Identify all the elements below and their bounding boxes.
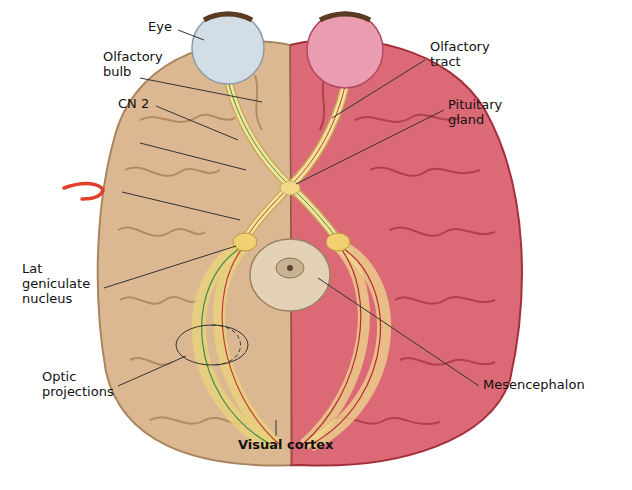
- leader-line: [318, 278, 479, 386]
- leader-line: [276, 420, 277, 436]
- part-label: Olfactory bulb: [103, 50, 175, 80]
- gyrus: [140, 115, 235, 122]
- leader-line: [296, 110, 444, 184]
- part-label: Eye: [148, 20, 188, 35]
- gyri: [118, 75, 495, 424]
- optic-nerves: [228, 80, 350, 251]
- midbrain: [250, 239, 330, 311]
- part-label: Pituitary gland: [448, 98, 528, 128]
- optic-radiations: [176, 245, 384, 445]
- left-hemisphere: [98, 39, 290, 465]
- lgn: [233, 233, 257, 251]
- mesencephalon-section: [250, 239, 330, 311]
- eye: [307, 12, 383, 88]
- leader-line: [140, 143, 246, 170]
- lgn: [326, 233, 350, 251]
- part-label: Lat geniculate nucleus: [22, 262, 107, 307]
- gyrus: [320, 75, 325, 130]
- part-label: Olfactory tract: [430, 40, 510, 70]
- gyrus: [355, 115, 460, 122]
- optic-nerve: [228, 80, 338, 240]
- gyrus: [118, 228, 205, 236]
- iris: [320, 14, 370, 20]
- gyrus: [395, 297, 495, 304]
- optic-nerve: [228, 80, 338, 240]
- leader-line: [178, 30, 204, 40]
- nerve-fiber: [228, 80, 338, 240]
- part-label: CN 2: [118, 97, 163, 112]
- optic-nerve: [245, 86, 345, 240]
- leader-line: [156, 106, 238, 140]
- tectum: [276, 258, 304, 278]
- leader-lines: [104, 30, 479, 436]
- leader-line: [104, 246, 236, 288]
- leader-line: [118, 356, 186, 386]
- part-label: Visual cortex: [238, 438, 334, 453]
- nerve-fiber: [245, 86, 345, 240]
- gyrus: [390, 228, 495, 236]
- gyrus: [125, 168, 220, 176]
- eye: [192, 12, 264, 84]
- aqueduct: [287, 265, 293, 271]
- projection-ring: [176, 325, 248, 365]
- gyrus: [120, 297, 198, 304]
- leader-line: [122, 192, 240, 220]
- optic-nerve: [245, 86, 345, 240]
- leader-line: [332, 60, 425, 118]
- part-label: Mesencephalon: [483, 378, 603, 393]
- iris: [204, 14, 252, 20]
- projection-ring: [212, 325, 241, 365]
- part-label: Optic projections: [42, 370, 122, 400]
- eyes: [192, 12, 383, 88]
- leader-line: [140, 78, 262, 102]
- gyrus: [255, 75, 262, 130]
- red-pointer: [64, 184, 103, 199]
- gyrus: [130, 358, 172, 365]
- gyrus: [400, 358, 495, 365]
- gyrus: [370, 168, 480, 176]
